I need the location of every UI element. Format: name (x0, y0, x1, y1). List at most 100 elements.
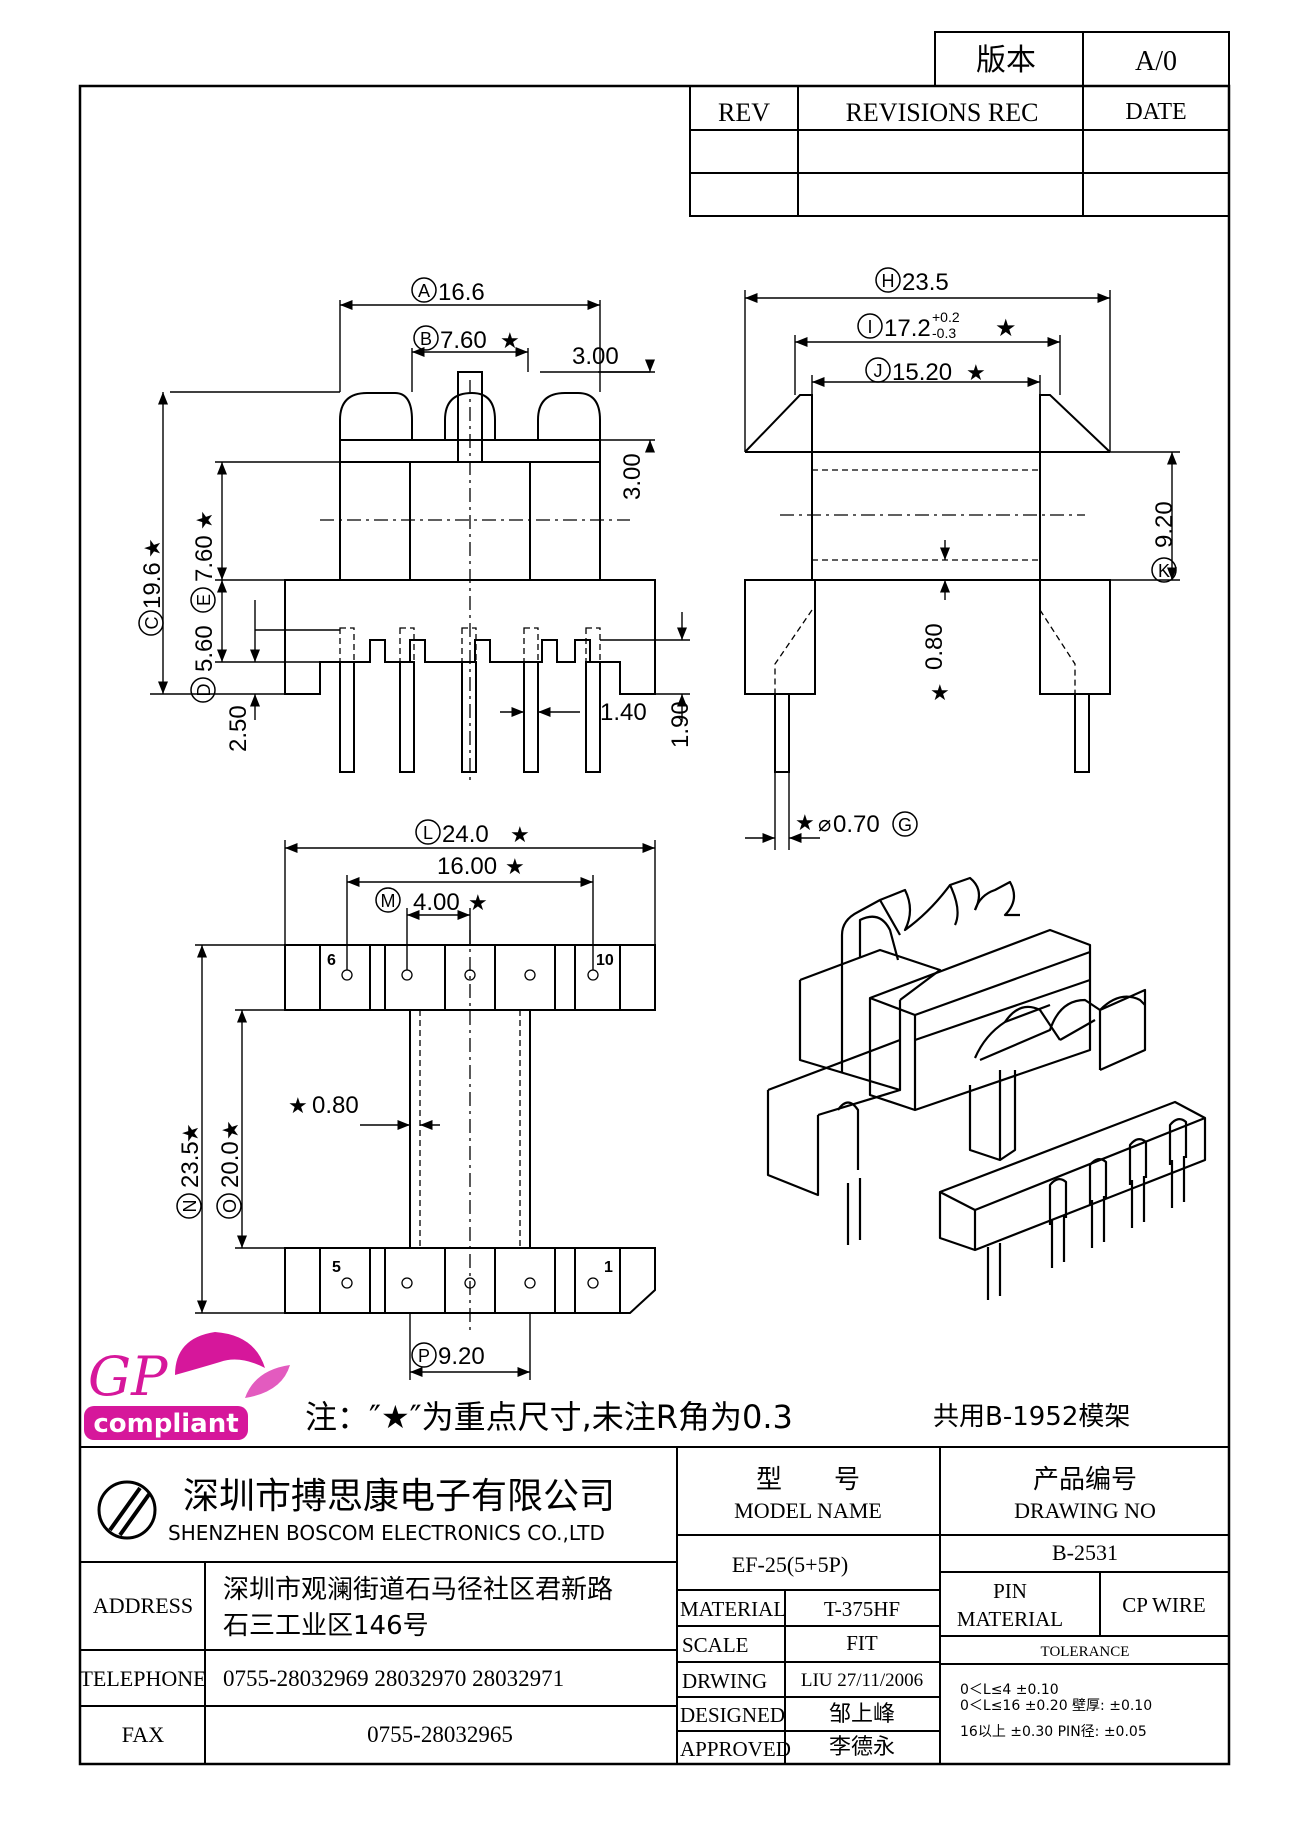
svg-text:G: G (898, 815, 912, 835)
svg-text:L: L (423, 823, 433, 843)
pin-label-5: 5 (332, 1259, 341, 1276)
svg-text:19.6: 19.6 (139, 562, 166, 609)
svg-text:★: ★ (141, 538, 166, 558)
svg-text:-0.3: -0.3 (932, 325, 956, 341)
front-view-hidden-lines (320, 380, 630, 785)
svg-text:★: ★ (500, 329, 520, 354)
company-name-cn: 深圳市搏思康电子有限公司 (183, 1476, 615, 1517)
svg-text:★: ★ (193, 510, 218, 530)
svg-text:★: ★ (510, 823, 530, 848)
fax-label: FAX (122, 1722, 164, 1747)
gp-text: GP (88, 1345, 169, 1408)
drawing-no-en: DRAWING NO (1014, 1498, 1156, 1523)
svg-text:0.70: 0.70 (833, 811, 880, 838)
svg-text:23.5: 23.5 (177, 1141, 204, 1188)
dim-L: L 24.0 ★ (415, 819, 530, 848)
dim-A: A 16.6 (411, 277, 485, 306)
svg-text:4.00: 4.00 (413, 889, 460, 916)
isometric-view (766, 876, 1207, 1300)
side-view (744, 394, 1111, 773)
dim-H: H 23.5 (875, 267, 949, 296)
rev-column-header: REV (718, 98, 770, 127)
pin-label-1: 1 (604, 1259, 613, 1276)
compliant-text: compliant (93, 1409, 238, 1439)
tolerance-line-3: 16以上 ±0.30 PIN径: ±0.05 (960, 1724, 1147, 1740)
company-name-en: SHENZHEN BOSCOM ELECTRONICS CO.,LTD (168, 1521, 605, 1545)
pin-material-label-2: MATERIAL (957, 1607, 1063, 1631)
svg-text:⌀: ⌀ (818, 811, 831, 836)
svg-text:9.20: 9.20 (1151, 501, 1178, 548)
key-dimension-note: 注：″★″为重点尺寸,未注R角为0.3 (305, 1398, 793, 1436)
svg-text:20.0: 20.0 (217, 1141, 244, 1188)
dim-3.00-side: 3.00 (619, 453, 646, 500)
svg-text:★: ★ (505, 855, 525, 880)
drawing-no-value: B-2531 (1052, 1540, 1118, 1565)
dim-3.00-top: 3.00 (572, 343, 619, 370)
version-label: 版本 (976, 43, 1036, 78)
dim-B: B 7.60 ★ (413, 325, 520, 354)
pin-material-value: CP WIRE (1122, 1593, 1205, 1617)
dim-G: ★ ⌀ 0.70 G (795, 811, 918, 838)
svg-text:7.60: 7.60 (191, 535, 218, 582)
svg-text:16.6: 16.6 (438, 279, 485, 306)
drawing-label: DRWING (682, 1669, 767, 1693)
material-label: MATERIAL (680, 1597, 786, 1621)
revisions-rec-column-header: REVISIONS REC (846, 98, 1039, 127)
model-name-cn: 型 号 (756, 1465, 860, 1495)
svg-text:0.80: 0.80 (312, 1092, 359, 1119)
dim-K: 9.20 K (1151, 501, 1178, 583)
svg-text:9.20: 9.20 (438, 1343, 485, 1370)
date-column-header: DATE (1125, 99, 1186, 125)
svg-text:C: C (142, 617, 162, 630)
pin-label-10: 10 (596, 952, 614, 969)
svg-text:I: I (867, 317, 872, 337)
tolerance-line-2: 0＜L≤16 ±0.20 壁厚: ±0.10 (960, 1698, 1152, 1714)
svg-text:23.5: 23.5 (902, 269, 949, 296)
svg-text:P: P (418, 1346, 430, 1366)
dim-P: P 9.20 (411, 1342, 485, 1370)
tolerance-line-1: 0＜L≤4 ±0.10 (960, 1682, 1059, 1698)
svg-text:B: B (420, 329, 432, 349)
approved-by-value: 李德永 (829, 1735, 895, 1760)
model-name-en: MODEL NAME (734, 1498, 882, 1523)
dim-1.90: 1.90 (667, 701, 694, 748)
title-block-grid (80, 1447, 1229, 1764)
model-value: EF-25(5+5P) (732, 1552, 848, 1577)
svg-text:H: H (882, 271, 895, 291)
svg-text:24.0: 24.0 (442, 821, 489, 848)
dim-N: N 23.5 ★ (176, 1123, 204, 1219)
svg-text:A: A (418, 281, 430, 301)
svg-text:16.00: 16.00 (437, 853, 497, 880)
side-view-dimension-lines (744, 290, 1180, 850)
designed-label: DESIGNED (680, 1703, 785, 1727)
svg-text:★: ★ (219, 1120, 244, 1140)
side-view-hidden-lines (774, 469, 1085, 694)
dim-D: D 5.60 (190, 625, 218, 703)
drawing-no-cn: 产品编号 (1033, 1465, 1137, 1495)
address-line-1: 深圳市观澜街道石马径社区君新路 (223, 1575, 613, 1605)
svg-text:★: ★ (468, 891, 488, 916)
version-value: A/0 (1135, 46, 1177, 77)
svg-text:★: ★ (995, 314, 1017, 342)
sheet-frame (78, 84, 1231, 1766)
svg-text:O: O (220, 1199, 240, 1213)
bottom-view-dimension-lines (195, 840, 656, 1380)
dim-E: E 7.60 ★ (190, 510, 218, 613)
svg-text:5.60: 5.60 (191, 625, 218, 672)
telephone-value: 0755-28032969 28032970 28032971 (223, 1666, 564, 1691)
telephone-label: TELEPHONE (79, 1666, 206, 1691)
dim-0.80-side: 0.80 ★ (921, 623, 950, 706)
material-value: T-375HF (824, 1597, 900, 1621)
dim-I: I 17.2 +0.2 -0.3 ★ (857, 309, 1017, 342)
svg-text:15.20: 15.20 (892, 359, 952, 386)
fax-value: 0755-28032965 (367, 1722, 513, 1747)
dim-C: C 19.6 ★ (138, 538, 166, 636)
svg-text:J: J (874, 361, 883, 381)
company-logo (97, 1480, 157, 1540)
dim-2.50: 2.50 (225, 705, 252, 752)
shared-mold-note: 共用B-1952模架 (933, 1402, 1130, 1432)
svg-text:★: ★ (795, 811, 815, 836)
svg-text:★: ★ (966, 361, 986, 386)
scale-value: FIT (846, 1631, 878, 1655)
